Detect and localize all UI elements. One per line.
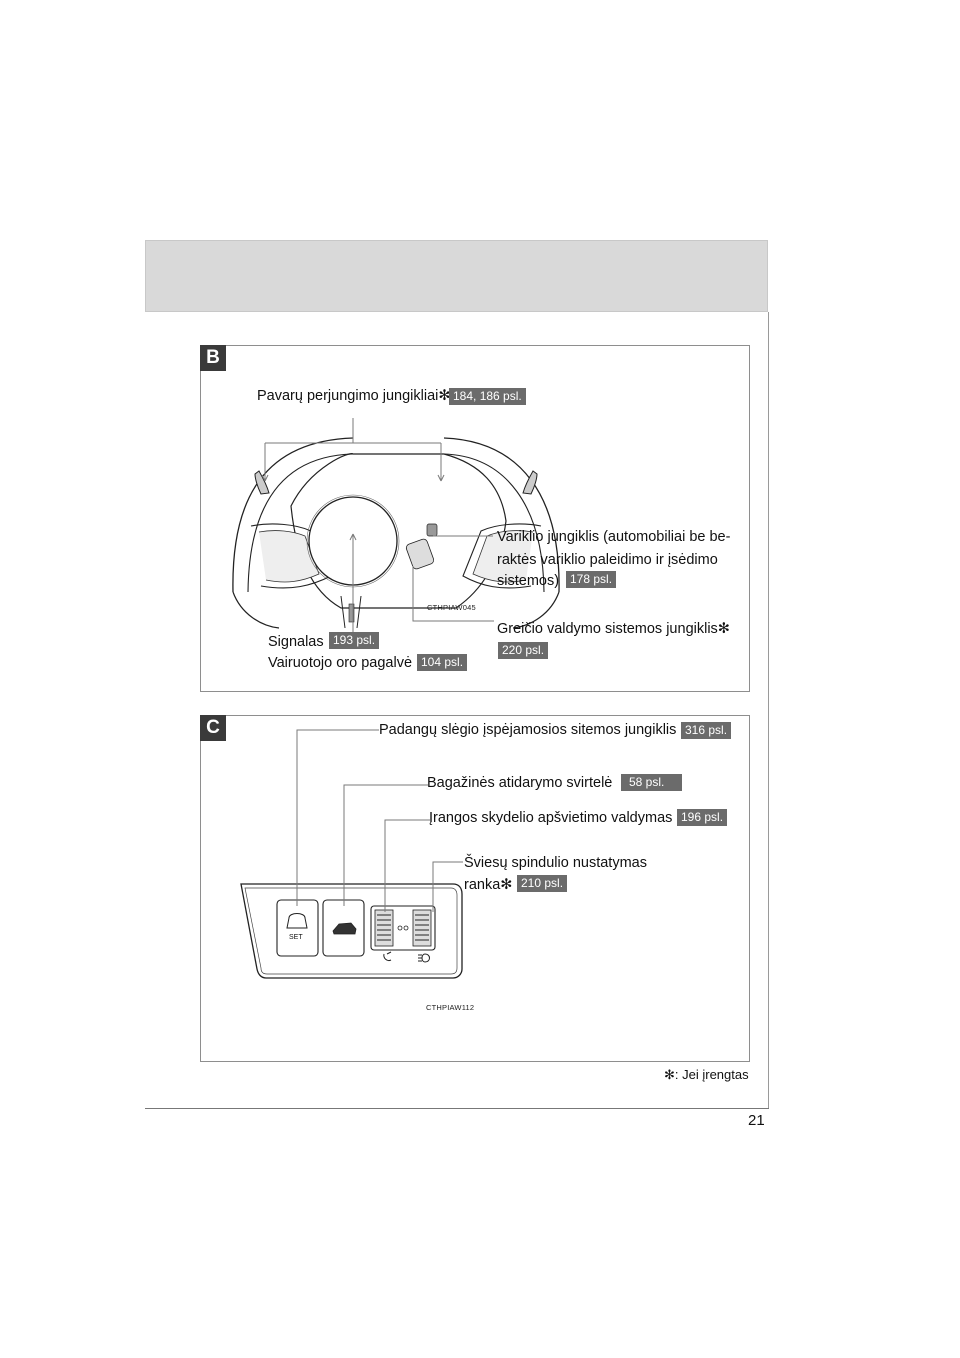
- section-c-badge: C: [200, 715, 226, 741]
- trunk-ref[interactable]: 58 psl.: [621, 774, 683, 791]
- dash-light-ref[interactable]: 196 psl.: [677, 809, 728, 826]
- cruise-control-text: Greičio valdymo sistemos jungiklis: [497, 621, 718, 637]
- horn-label: Signalas: [268, 634, 324, 650]
- cruise-control-ref[interactable]: 220 psl.: [498, 642, 549, 659]
- cruise-control-mark: ✻: [717, 621, 730, 637]
- headlight-level-mark: ✻: [500, 877, 513, 893]
- paddle-shift-label: Pavarų perjungimo jungikliai✻: [257, 388, 451, 405]
- paddle-shift-text: Pavarų perjungimo jungikliai: [257, 388, 439, 404]
- airbag-ref[interactable]: 104 psl.: [417, 654, 468, 671]
- tpms-ref[interactable]: 316 psl.: [681, 722, 732, 739]
- tpms-label: Padangų slėgio įspėjamosios sitemos jung…: [379, 722, 677, 738]
- header-band: [145, 240, 768, 312]
- dash-light-label: Įrangos skydelio apšvietimo valdymas: [429, 810, 673, 826]
- section-c-panel: [200, 715, 750, 1062]
- image-code-c: CTHPIAW112: [426, 1003, 475, 1012]
- engine-switch-line3: sistemos): [497, 573, 560, 589]
- engine-switch-line2: raktės variklio paleidimo ir įsėdimo: [497, 552, 718, 568]
- paddle-shift-mark: ✻: [438, 388, 451, 404]
- headlight-level-line2: ranka✻: [464, 877, 512, 894]
- tpms-set-label: SET: [289, 934, 303, 941]
- page-number: 21: [748, 1112, 765, 1129]
- footnote-mark: ✻: [664, 1067, 675, 1082]
- side-rule: [768, 312, 769, 1108]
- trunk-label: Bagažinės atidarymo svirtelė: [427, 775, 613, 791]
- paddle-shift-ref[interactable]: 184, 186 psl.: [449, 388, 526, 405]
- engine-switch-line1: Variklio jungiklis (automobiliai be be-: [497, 529, 731, 545]
- footnote-text: : Jei įrengtas: [674, 1067, 749, 1082]
- section-b-badge: B: [200, 345, 226, 371]
- headlight-level-text: ranka: [464, 877, 501, 893]
- image-code-b: CTHPIAW045: [427, 603, 476, 612]
- footer-rule: [145, 1108, 769, 1109]
- headlight-level-ref[interactable]: 210 psl.: [517, 875, 568, 892]
- cruise-control-label: Greičio valdymo sistemos jungiklis✻: [497, 621, 730, 638]
- horn-ref[interactable]: 193 psl.: [329, 632, 380, 649]
- airbag-label: Vairuotojo oro pagalvė: [268, 655, 413, 671]
- headlight-level-line1: Šviesų spindulio nustatymas: [464, 855, 647, 871]
- steering-wheel-illustration: [232, 418, 560, 633]
- footnote: ✻: Jei įrengtas: [664, 1067, 749, 1083]
- switch-panel-illustration: [240, 729, 463, 979]
- engine-switch-ref[interactable]: 178 psl.: [566, 571, 617, 588]
